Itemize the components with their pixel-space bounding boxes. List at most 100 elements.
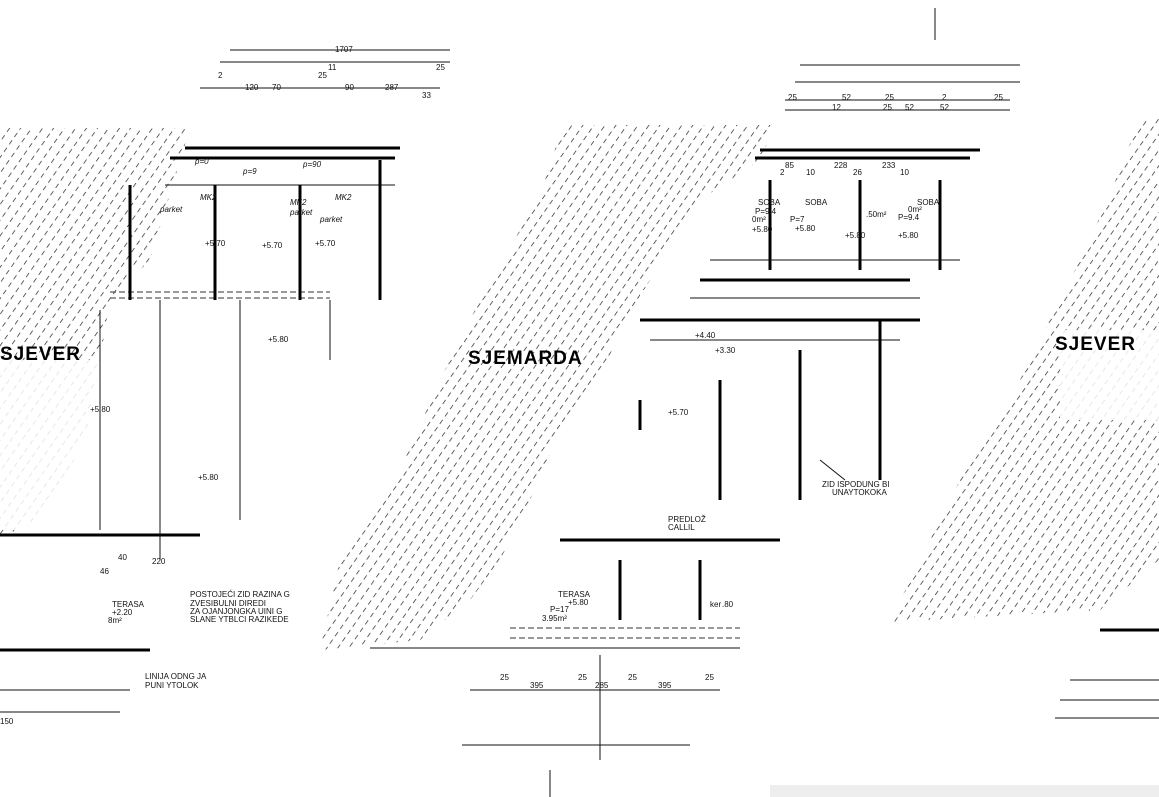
drawing-label: 395 [530, 681, 544, 690]
drawing-label: 90 [345, 83, 354, 92]
drawing-label: parket [159, 205, 183, 214]
drawing-label: 1707 [335, 45, 353, 54]
drawing-label: parket [289, 208, 313, 217]
drawing-label: +5.80 [568, 598, 589, 607]
drawing-label: parket [319, 215, 343, 224]
drawing-label: .50m² [866, 210, 887, 219]
drawing-label: 70 [272, 83, 281, 92]
drawing-label: 3.95m² [542, 614, 567, 623]
plan-left [0, 49, 450, 713]
drawing-label: ZA OJANJONGKA UINI G [190, 607, 282, 616]
drawing-label: 25 [885, 93, 894, 102]
drawing-label: 40 [118, 553, 127, 562]
drawing-label: MK2 [335, 193, 352, 202]
drawing-label: 12 [832, 103, 841, 112]
drawing-label: 150 [0, 717, 14, 726]
drawing-label: 85 [785, 161, 794, 170]
drawing-label: 25 [436, 63, 445, 72]
drawing-label: +5.70 [315, 239, 336, 248]
drawing-label: +5.70 [262, 241, 283, 250]
drawing-label: +5.80 [90, 405, 111, 414]
drawing-label: MK2 [290, 198, 307, 207]
drawing-label: P=7 [790, 215, 805, 224]
room-labels-left: MK2 parket MK2 parket MK2 parket p=90 p=… [159, 157, 352, 224]
drawing-label: 26 [853, 168, 862, 177]
drawing-label: MK2 [200, 193, 217, 202]
drawing-label: CALLIL [668, 523, 695, 532]
drawing-label: 25 [318, 71, 327, 80]
drawing-label: 25 [994, 93, 1003, 102]
drawing-label: +2.20 [112, 608, 133, 617]
drawing-label: +5.80 [198, 473, 219, 482]
drawing-label: 287 [385, 83, 399, 92]
drawing-label: SLANE YTBLCI RAZIKEDE [190, 615, 289, 624]
drawing-label: UNAYTOKOKA [832, 488, 887, 497]
drawing-label: +5.70 [668, 408, 689, 417]
drawing-label: 120 [245, 83, 259, 92]
drawing-label: p=9 [242, 167, 257, 176]
drawing-title-right: SJEVER [1055, 334, 1136, 355]
plan-right-upper [710, 8, 1020, 270]
dimensions-bottom-left: 150 46 40 220 [0, 553, 166, 726]
drawing-label: 52 [940, 103, 949, 112]
drawing-label: 52 [842, 93, 851, 102]
dimensions-top-right: 25 52 2 25 52 25 12 25 52 85 228 233 26 … [780, 93, 1003, 177]
drawing-label: P=9.4 [755, 207, 777, 216]
drawing-label: 8m² [108, 616, 122, 625]
drawing-label: +5.80 [752, 225, 773, 234]
drawing-label: 2 [942, 93, 947, 102]
drawing-label: +4.40 [695, 331, 716, 340]
drawing-label: 25 [883, 103, 892, 112]
drawing-label: 220 [152, 557, 166, 566]
hatch-area-center [320, 125, 775, 650]
drawing-label: 0m² [908, 205, 922, 214]
drawing-label: 25 [628, 673, 637, 682]
drawing-label: 228 [834, 161, 848, 170]
drawing-label: ZVESIBULNI DIREDI [190, 599, 266, 608]
drawing-label: p=0 [194, 157, 209, 166]
drawing-label: SOBA [758, 198, 781, 207]
drawing-label: 25 [705, 673, 714, 682]
drawing-label: POSTOJEĆI ZID RAZINA G [190, 590, 290, 599]
drawing-label: 2 [780, 168, 785, 177]
drawing-label: 33 [422, 91, 431, 100]
drawing-label: +3.30 [715, 346, 736, 355]
drawing-label: TERASA [558, 590, 591, 599]
drawing-label: LINIJA ODNG JA [145, 672, 207, 681]
drawing-label: SOBA [805, 198, 828, 207]
drawing-label: 2 [218, 71, 223, 80]
terrace-left: TERASA +2.20 8m² [108, 600, 145, 625]
drawing-label: ZID ISPODUNG BI [822, 480, 890, 489]
drawing-label: 11 [328, 63, 337, 72]
drawing-label: PREDLOŽ [668, 515, 706, 524]
drawing-label: +5.80 [898, 231, 919, 240]
room-labels-right: SOBA P=9.4 0m² SOBA P=7 .50m² SOBA P=9.4… [752, 198, 940, 224]
drawing-label: PUNI YTOLOK [145, 681, 199, 690]
drawing-label: 395 [658, 681, 672, 690]
level-marks: +5.70 +5.70 +5.70 +5.80 +5.80 +5.80 +5.8… [90, 224, 919, 482]
drawing-label: P=9.4 [898, 213, 920, 222]
terrace-center: TERASA +5.80 P=17 3.95m² ker .80 [542, 590, 734, 623]
drawing-label: .80 [722, 600, 734, 609]
drawing-label: +5.70 [205, 239, 226, 248]
drawing-label: p=90 [302, 160, 322, 169]
dimensions-top-left: 1707 11 25 25 2 120 70 90 287 33 [218, 45, 445, 100]
dimensions-bottom-center: 25 395 25 285 25 395 25 [500, 673, 714, 690]
drawing-label: 25 [788, 93, 797, 102]
drawing-label: +5.80 [845, 231, 866, 240]
drawing-label: 233 [882, 161, 896, 170]
drawing-notes: POSTOJEĆI ZID RAZINA G ZVESIBULNI DIREDI… [145, 480, 890, 690]
drawing-label: 10 [900, 168, 909, 177]
drawing-label: +5.80 [268, 335, 289, 344]
plan-center [370, 278, 920, 797]
drawing-label: 0m² [752, 215, 766, 224]
drawing-label: TERASA [112, 600, 145, 609]
drawing-label: 25 [578, 673, 587, 682]
drawing-label: 285 [595, 681, 609, 690]
drawing-label: 25 [500, 673, 509, 682]
drawing-label: 10 [806, 168, 815, 177]
drawing-label: P=17 [550, 605, 569, 614]
plan-right [770, 628, 1159, 797]
drawing-title-center: SJEMARDA [468, 348, 583, 369]
